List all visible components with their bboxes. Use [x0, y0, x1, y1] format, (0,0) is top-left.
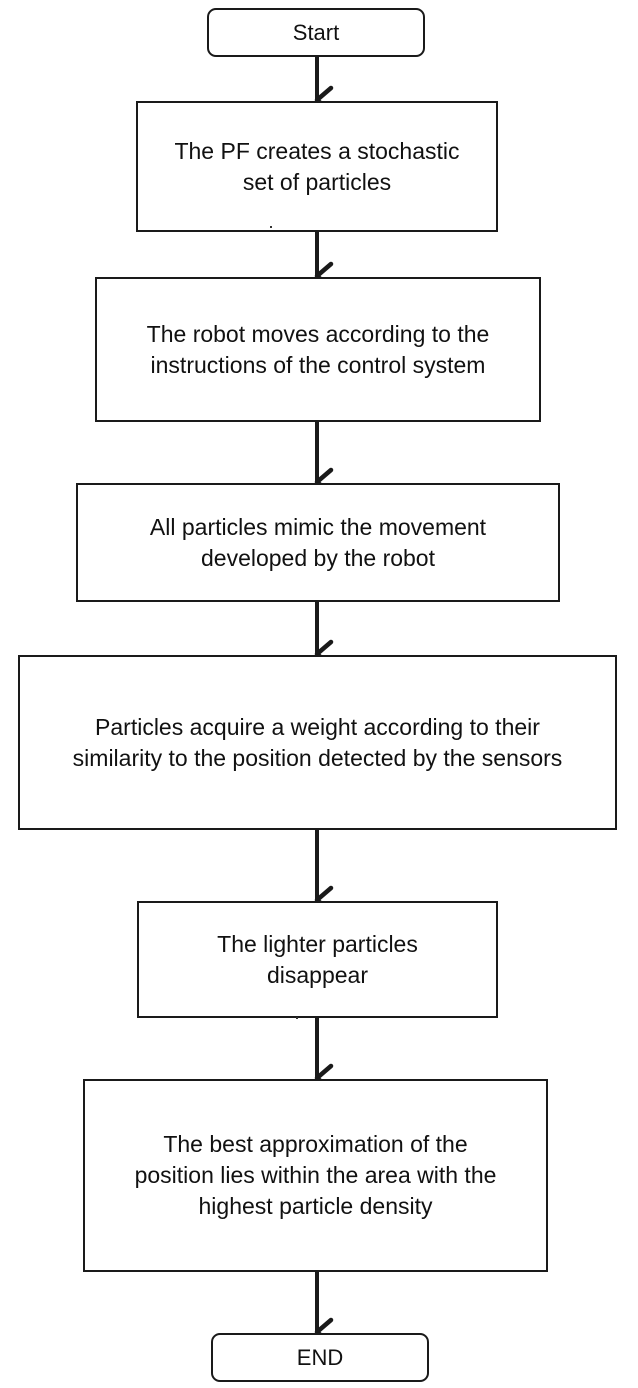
stray-dot-2 [296, 1017, 298, 1019]
step-6-box: The best approximation of the position l… [83, 1079, 548, 1272]
end-label: END [296, 1345, 344, 1370]
step-5-box: The lighter particles disappear [137, 901, 498, 1018]
stray-dot-1 [270, 226, 272, 228]
step-3-text: All particles mimic the movement develop… [149, 513, 487, 571]
step-1-box: The PF creates a stochastic set of parti… [136, 101, 498, 232]
step-5-text: The lighter particles disappear [217, 930, 418, 988]
step-4-text: Particles acquire a weight according to … [72, 713, 563, 771]
step-2-box: The robot moves according to the instruc… [95, 277, 541, 422]
step-1-text: The PF creates a stochastic set of parti… [174, 137, 460, 195]
start-terminal: Start [207, 8, 425, 57]
step-3-box: All particles mimic the movement develop… [76, 483, 560, 602]
step-6-text: The best approximation of the position l… [134, 1131, 497, 1219]
end-terminal: END [211, 1333, 429, 1382]
step-2-text: The robot moves according to the instruc… [146, 320, 490, 378]
start-label: Start [292, 20, 340, 45]
step-4-box: Particles acquire a weight according to … [18, 655, 617, 830]
